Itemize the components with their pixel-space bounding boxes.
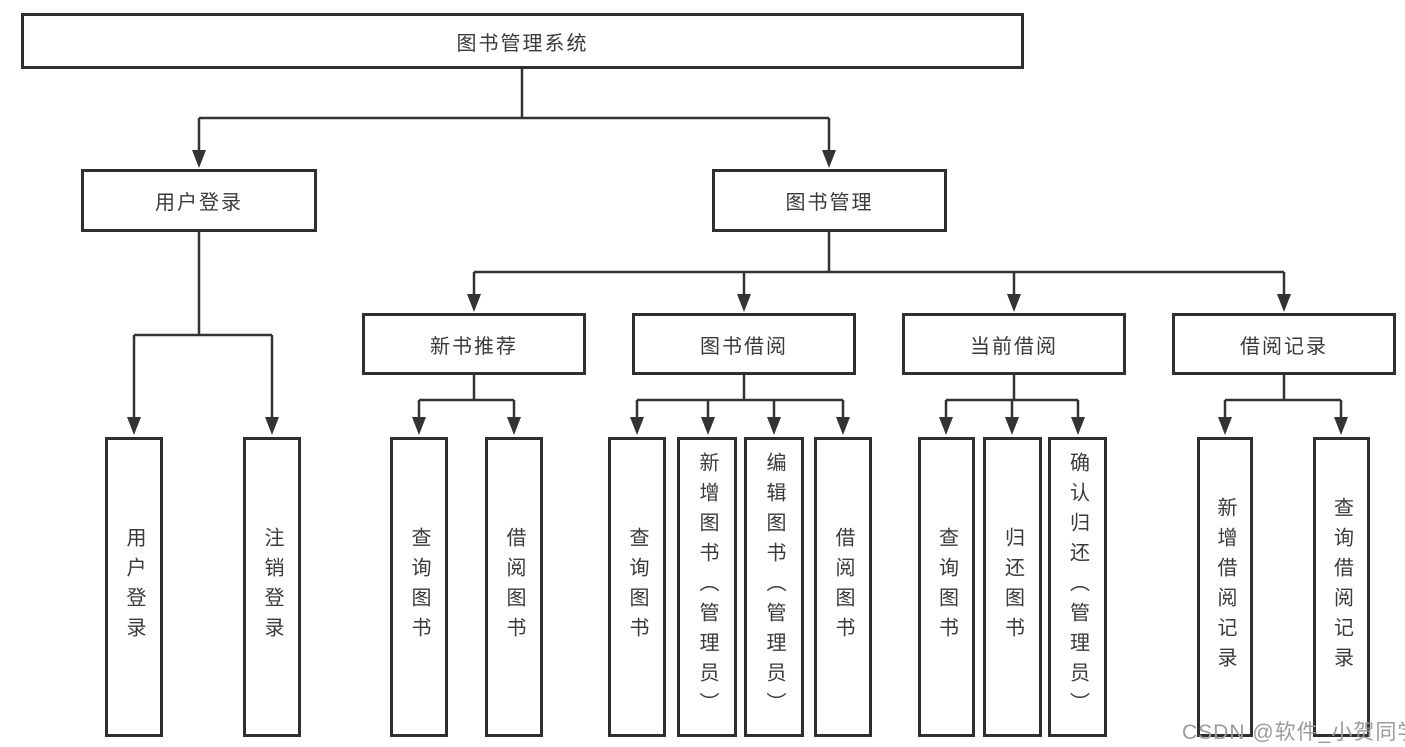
node-root-system: 图书管理系统 [21,13,1024,69]
leaf-label: 查询借阅记录 [1330,497,1353,677]
node-new-book-recommend: 新书推荐 [362,313,586,375]
leaf-label: 借阅图书 [832,527,854,647]
leaf-logout-login: 注销登录 [243,437,301,737]
leaf-borrow-book: 借阅图书 [814,437,872,737]
leaf-label: 查询图书 [935,527,958,647]
node-user-login: 用户登录 [81,169,317,232]
leaf-label: 确认归还（管理员） [1066,452,1089,722]
leaf-label: 用户登录 [123,527,145,647]
leaf-label: 编辑图书（管理员） [763,452,785,722]
leaf-user-login: 用户登录 [105,437,163,737]
leaf-label: 注销登录 [261,527,283,647]
leaf-label: 归还图书 [1001,527,1024,647]
leaf-label: 查询图书 [626,527,648,647]
node-current-borrow: 当前借阅 [902,313,1126,375]
node-borrow-records: 借阅记录 [1172,313,1396,375]
csdn-watermark: CSDN @软件_小贺同学 [1182,721,1405,744]
leaf-query-book: 查询图书 [390,437,448,737]
leaf-label: 查询图书 [408,527,430,647]
leaf-borrow-book: 借阅图书 [485,437,543,737]
leaf-add-book-admin: 新增图书（管理员） [677,437,737,737]
leaf-query-book: 查询图书 [608,437,666,737]
leaf-label: 新增图书（管理员） [696,452,718,722]
leaf-edit-book-admin: 编辑图书（管理员） [744,437,804,737]
leaf-add-borrow-record: 新增借阅记录 [1197,437,1253,737]
leaf-query-book: 查询图书 [918,437,975,737]
leaf-label: 新增借阅记录 [1214,497,1236,677]
leaf-label: 借阅图书 [503,527,525,647]
node-book-management: 图书管理 [712,169,947,232]
leaf-query-borrow-record: 查询借阅记录 [1313,437,1370,737]
leaf-return-book: 归还图书 [983,437,1042,737]
leaf-confirm-return-admin: 确认归还（管理员） [1048,437,1107,737]
node-book-borrow: 图书借阅 [632,313,856,375]
